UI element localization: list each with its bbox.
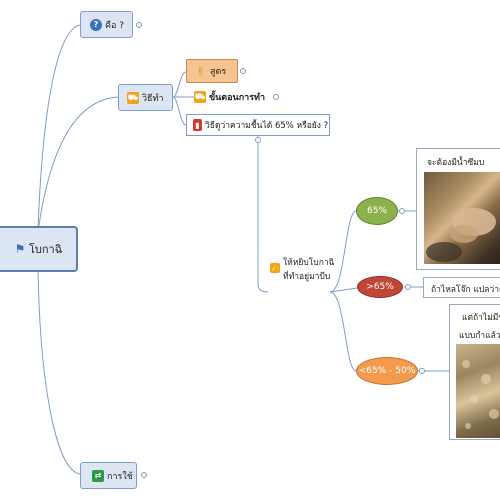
outcome-lt65-pill[interactable]: <65% - 50% xyxy=(356,357,418,385)
cart-icon: ⛟ xyxy=(127,91,139,104)
link-method-moisture xyxy=(172,96,187,126)
node-squeeze-line1: ให้หยิบโบกาฉิ xyxy=(283,258,335,268)
link-root-what-is xyxy=(37,24,81,231)
node-squeeze[interactable]: 👍 ให้หยิบโบกาฉิ ที่ทำอยู่มาบีบ xyxy=(270,256,334,290)
flag-icon: ⚑ xyxy=(14,242,26,256)
note-lt65-line2: แบบกำแล้ว xyxy=(459,331,500,341)
hands-image xyxy=(426,208,496,262)
root-node[interactable]: ⚑ โบกาฉิ xyxy=(0,226,78,272)
branch-usage[interactable]: ⇄ การใช้ xyxy=(80,462,137,489)
expand-lt65-button[interactable] xyxy=(419,368,425,374)
node-squeeze-line2: ที่ทำอยู่มาบีบ xyxy=(283,272,331,282)
bag-icon: ✌ xyxy=(196,64,206,78)
expand-recipe-button[interactable] xyxy=(240,68,246,74)
note-65-photo xyxy=(424,172,500,264)
thumbs-up-icon: 👍 xyxy=(270,263,280,273)
link-squeeze-gt65 xyxy=(329,287,358,293)
cart-icon: ⛟ xyxy=(194,91,206,103)
root-label: โบกาฉิ xyxy=(29,243,63,256)
expand-steps-button[interactable] xyxy=(273,94,279,100)
link-root-usage xyxy=(37,269,81,475)
help-icon: ? xyxy=(90,18,102,31)
node-moisture-check[interactable]: ▮ วิธีดูว่าความชื้นได้ 65% หรือยัง ? xyxy=(186,114,330,136)
expand-what-is-button[interactable] xyxy=(136,22,142,28)
note-lt65-line1: แต่ถ้าไม่มีน้ำ xyxy=(462,313,500,323)
branch-usage-label: การใช้ xyxy=(107,471,133,482)
compost-image xyxy=(462,360,499,429)
outcome-gt65-label: >65% xyxy=(366,282,394,292)
link-squeeze-lt65 xyxy=(329,291,357,372)
expand-usage-button[interactable] xyxy=(141,472,147,478)
branch-method[interactable]: ⛟ วิธีทำ xyxy=(118,84,173,111)
node-steps-label: ขั้นตอนการทำ xyxy=(209,93,266,103)
branch-method-label: วิธีทำ xyxy=(142,93,164,104)
link-method-recipe xyxy=(172,71,187,98)
outcome-lt65-label: <65% - 50% xyxy=(358,366,416,376)
expand-moisture-button[interactable] xyxy=(255,137,261,143)
outcome-65-pill[interactable]: 65% xyxy=(356,197,398,225)
note-gt65-card: ถ้าไหลโจ๊ก แปลว่าความ xyxy=(423,277,500,298)
link-root-method xyxy=(37,96,119,233)
expand-65-button[interactable] xyxy=(399,208,405,214)
note-lt65-photo xyxy=(456,344,500,438)
node-moisture-check-label: วิธีดูว่าความชื้นได้ 65% หรือยัง ? xyxy=(205,121,329,131)
thermometer-icon: ▮ xyxy=(193,119,202,131)
exchange-icon: ⇄ xyxy=(92,469,104,482)
branch-what-is[interactable]: ? คือ ? xyxy=(80,11,133,38)
node-recipe-label: สูตร xyxy=(210,67,227,77)
node-steps[interactable]: ⛟ ขั้นตอนการทำ xyxy=(194,88,274,106)
outcome-65-label: 65% xyxy=(366,206,387,216)
link-squeeze-65 xyxy=(329,210,357,293)
note-gt65-text: ถ้าไหลโจ๊ก แปลว่าความ xyxy=(431,285,500,295)
note-65-text: จะต้องมีน้ำซึมบ xyxy=(427,158,485,168)
outcome-gt65-pill[interactable]: >65% xyxy=(357,276,403,298)
node-recipe[interactable]: ✌ สูตร xyxy=(186,59,238,83)
branch-what-is-label: คือ ? xyxy=(105,20,125,31)
link-moisture-squeeze xyxy=(257,136,269,293)
expand-gt65-button[interactable] xyxy=(405,284,411,290)
